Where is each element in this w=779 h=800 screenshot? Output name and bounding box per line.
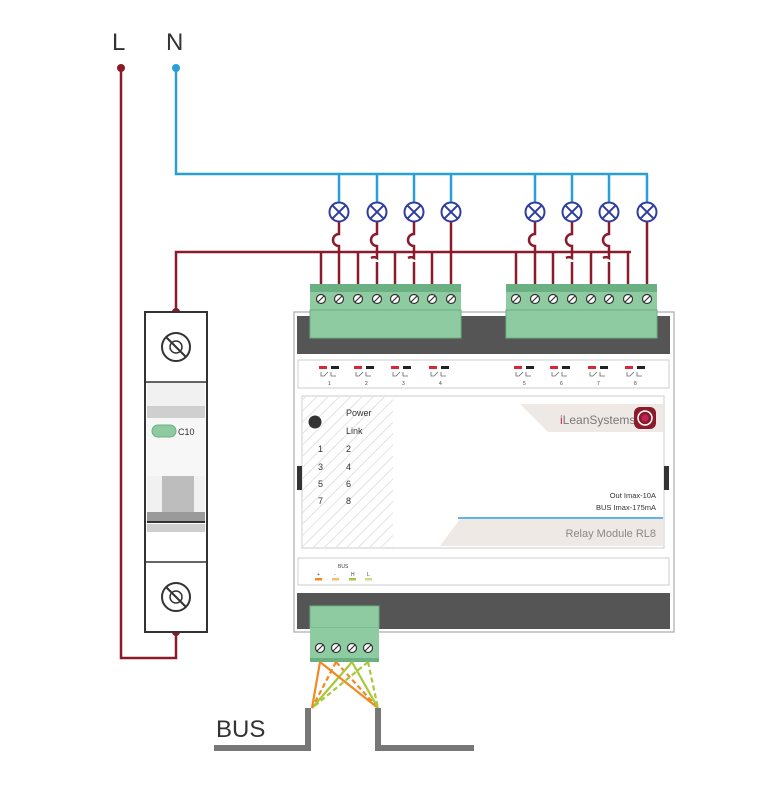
screw-terminal-icon (426, 293, 438, 305)
bus-pin-strip (297, 557, 670, 586)
screw-terminal-icon (510, 293, 522, 305)
neutral-label: N (166, 29, 183, 56)
brand-name: iLeanSystems (560, 413, 635, 427)
neutral-terminal-dot (172, 64, 180, 72)
screw-terminal-icon (330, 642, 342, 654)
channel-label-4: 4 (346, 462, 351, 472)
screw-terminal-icon (389, 293, 401, 305)
brand-panel (520, 404, 663, 432)
din-clip-right (664, 466, 669, 490)
output-terminal-block-1 (309, 284, 462, 339)
brand-prefix: i (560, 413, 563, 427)
bus-pin-l: L (367, 572, 370, 578)
bus-pin-plus: + (317, 572, 320, 578)
neutral-drops (337, 174, 649, 202)
relay-number-7: 7 (597, 381, 600, 387)
relay-number-2: 2 (365, 381, 368, 387)
status-led (308, 415, 322, 429)
breaker-rating: C10 (178, 427, 195, 437)
bus-terminal-block (309, 605, 380, 662)
screw-terminal-icon (408, 293, 420, 305)
relay-indicator-strip (297, 359, 670, 389)
brand-logo-icon (634, 407, 656, 429)
screw-terminal-icon (622, 293, 634, 305)
lamp-icon (598, 201, 620, 223)
screw-terminal-icon (603, 293, 615, 305)
screw-terminal-icon (346, 642, 358, 654)
lamp-icon (636, 201, 658, 223)
din-clip-left (297, 466, 302, 490)
screw-terminal-icon (314, 642, 326, 654)
screw-terminal-icon (585, 293, 597, 305)
screw-terminal-icon (529, 293, 541, 305)
lamp-icon (366, 201, 388, 223)
screw-terminal-icon (352, 293, 364, 305)
screw-terminal-icon (362, 642, 374, 654)
lamp-icon (440, 201, 462, 223)
screw-icon (161, 582, 191, 612)
model-name: Relay Module RL8 (566, 528, 657, 540)
screw-terminal-icon (547, 293, 559, 305)
channel-label-5: 5 (318, 479, 323, 489)
lamp-output-wires (319, 222, 649, 292)
channel-label-6: 6 (346, 479, 351, 489)
line-feed-wire (174, 250, 631, 312)
screw-terminal-icon (641, 293, 653, 305)
bus-pin-minus: - (334, 572, 336, 578)
relay-number-6: 6 (560, 381, 563, 387)
lamp-icon (403, 201, 425, 223)
channel-label-8: 8 (346, 496, 351, 506)
channel-label-2: 2 (346, 444, 351, 454)
relay-number-1: 1 (328, 381, 331, 387)
output-terminal-block-2 (505, 284, 658, 339)
spec-bus: BUS Imax-175mA (596, 503, 656, 512)
relay-number-3: 3 (402, 381, 405, 387)
line-label: L (112, 29, 125, 56)
relay-number-5: 5 (523, 381, 526, 387)
circuit-breaker: C10 (144, 311, 208, 633)
channel-label-3: 3 (318, 462, 323, 472)
screw-terminal-icon (566, 293, 578, 305)
screw-terminal-icon (315, 293, 327, 305)
lamp-icon (328, 201, 350, 223)
relay-indicators (319, 366, 645, 377)
bus-cable (214, 708, 474, 751)
bus-label: BUS (216, 716, 265, 743)
bus-header-label: BUS (338, 564, 349, 570)
relay-module: Power Link 1 2 3 4 5 6 7 8 iLeanSystems … (293, 311, 675, 633)
brand-suffix: LeanSystems (563, 413, 636, 427)
model-panel (440, 519, 663, 546)
neutral-wire (174, 68, 648, 176)
screw-icon (161, 332, 191, 362)
channel-label-7: 7 (318, 496, 323, 506)
spec-out: Out Imax-10A (610, 491, 656, 500)
screw-terminal-icon (445, 293, 457, 305)
bus-pin-h: H (351, 572, 355, 578)
lamp-icon (524, 201, 546, 223)
breaker-indicator (151, 424, 177, 438)
lamp-icon (561, 201, 583, 223)
channel-label-1: 1 (318, 444, 323, 454)
line-wire (119, 68, 178, 660)
screw-terminal-icon (333, 293, 345, 305)
screw-terminal-icon (371, 293, 383, 305)
relay-number-8: 8 (634, 381, 637, 387)
line-terminal-dot (117, 64, 125, 72)
bus-wires (310, 661, 380, 709)
led-link-label: Link (346, 426, 363, 436)
relay-number-4: 4 (439, 381, 442, 387)
led-power-label: Power (346, 408, 372, 418)
